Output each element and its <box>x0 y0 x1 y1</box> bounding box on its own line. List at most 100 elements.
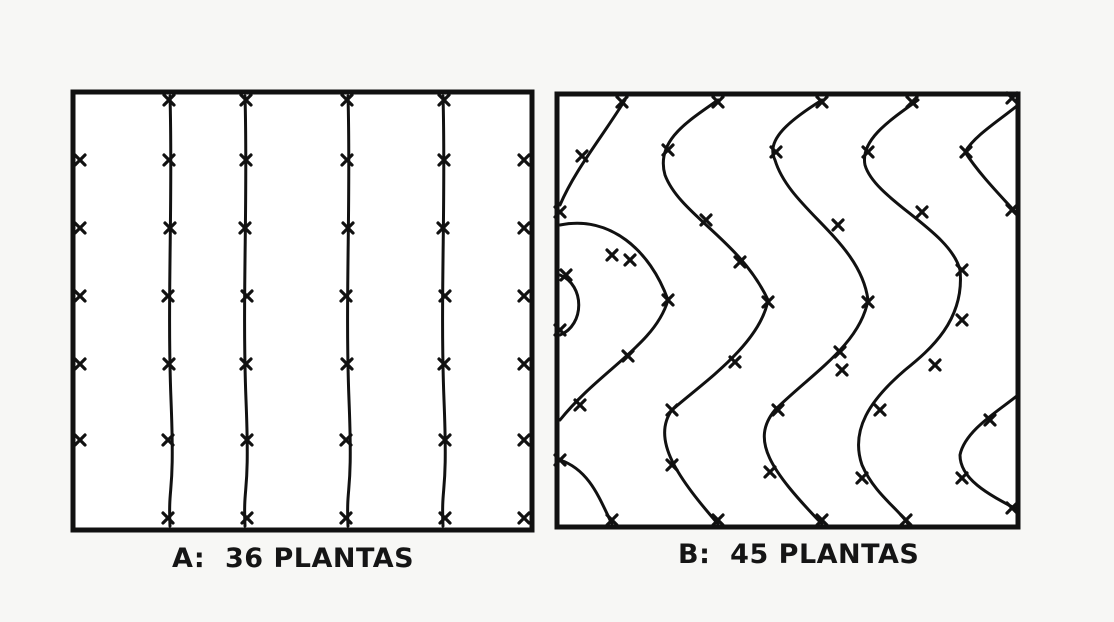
plant-marker <box>517 357 531 371</box>
plant-marker <box>73 221 87 235</box>
plant-marker <box>873 403 887 417</box>
plant-marker <box>661 143 675 157</box>
plant-marker <box>733 255 747 269</box>
panel-b-row-line <box>857 98 962 526</box>
plant-marker <box>239 93 253 107</box>
plant-marker <box>833 345 847 359</box>
plant-marker <box>553 323 567 337</box>
plant-marker <box>436 221 450 235</box>
panel-b-plant-markers <box>553 91 1019 527</box>
plant-marker <box>573 398 587 412</box>
plant-marker <box>339 289 353 303</box>
plant-marker <box>559 268 573 282</box>
plant-marker <box>517 289 531 303</box>
panel-b-frame <box>554 91 1021 530</box>
plant-marker <box>162 153 176 167</box>
plant-marker <box>831 218 845 232</box>
panel-a-rows <box>168 94 447 528</box>
plant-marker <box>340 357 354 371</box>
plant-marker <box>623 253 637 267</box>
plant-marker <box>769 145 783 159</box>
plant-marker <box>341 221 355 235</box>
plant-marker <box>761 295 775 309</box>
plant-marker <box>73 357 87 371</box>
plant-marker <box>915 205 929 219</box>
panel-a-caption: A: 36 PLANTAS <box>172 543 415 574</box>
plant-marker <box>955 263 969 277</box>
panel-a-row-line <box>441 94 447 528</box>
plant-marker <box>665 458 679 472</box>
plant-marker <box>661 293 675 307</box>
plant-marker <box>615 95 629 109</box>
plant-marker <box>340 93 354 107</box>
plant-marker <box>861 145 875 159</box>
plant-marker <box>621 349 635 363</box>
panel-a-straight-rows <box>70 89 535 533</box>
plant-marker <box>928 358 942 372</box>
panel-b-row-line <box>558 273 581 337</box>
plant-marker <box>575 149 589 163</box>
plant-marker <box>240 289 254 303</box>
plant-marker <box>553 453 567 467</box>
plant-marker <box>517 511 531 525</box>
plant-marker <box>815 513 829 527</box>
plant-marker <box>162 357 176 371</box>
plant-marker <box>339 511 353 525</box>
plant-marker <box>763 465 777 479</box>
plant-marker <box>955 471 969 485</box>
plant-marker <box>438 511 452 525</box>
panel-a-plant-markers <box>73 93 531 525</box>
plant-marker <box>1005 501 1019 515</box>
plant-marker <box>553 205 567 219</box>
plant-marker <box>711 513 725 527</box>
panel-a-frame <box>70 89 535 533</box>
panel-b-caption: B: 45 PLANTAS <box>678 539 920 570</box>
plant-marker <box>339 433 353 447</box>
plant-marker <box>437 357 451 371</box>
plant-marker <box>711 95 725 109</box>
plant-marker <box>605 248 619 262</box>
plant-marker <box>162 93 176 107</box>
plant-marker <box>1005 91 1019 105</box>
plant-marker <box>905 95 919 109</box>
plant-marker <box>239 153 253 167</box>
plant-marker <box>163 221 177 235</box>
plant-marker <box>161 433 175 447</box>
panel-a-row-line <box>346 94 352 528</box>
plant-marker <box>240 511 254 525</box>
plant-marker <box>161 289 175 303</box>
plant-marker <box>699 213 713 227</box>
plant-marker <box>855 471 869 485</box>
plant-marker <box>340 153 354 167</box>
panel-b-wavy-rows <box>553 91 1021 530</box>
panel-a-row-line <box>243 94 249 528</box>
plant-marker <box>517 153 531 167</box>
plant-marker <box>161 511 175 525</box>
plant-marker <box>73 153 87 167</box>
plant-marker <box>1005 203 1019 217</box>
plant-marker <box>959 145 973 159</box>
plant-marker <box>665 403 679 417</box>
plant-marker <box>517 221 531 235</box>
plant-marker <box>771 403 785 417</box>
plant-marker <box>438 289 452 303</box>
plant-marker <box>437 153 451 167</box>
plant-marker <box>240 433 254 447</box>
plant-marker <box>437 93 451 107</box>
plant-marker <box>899 513 913 527</box>
plant-marker <box>73 433 87 447</box>
plant-marker <box>238 221 252 235</box>
panel-a-row-line <box>168 94 174 528</box>
plant-marker <box>955 313 969 327</box>
panel-b-row-line <box>558 98 627 207</box>
plant-marker <box>438 433 452 447</box>
panel-b-row-line <box>958 393 1020 512</box>
plant-marker <box>517 433 531 447</box>
plant-marker <box>728 355 742 369</box>
plant-marker <box>835 363 849 377</box>
plant-marker <box>983 413 997 427</box>
plant-marker <box>73 289 87 303</box>
plant-marker <box>861 295 875 309</box>
plant-marker <box>605 513 619 527</box>
